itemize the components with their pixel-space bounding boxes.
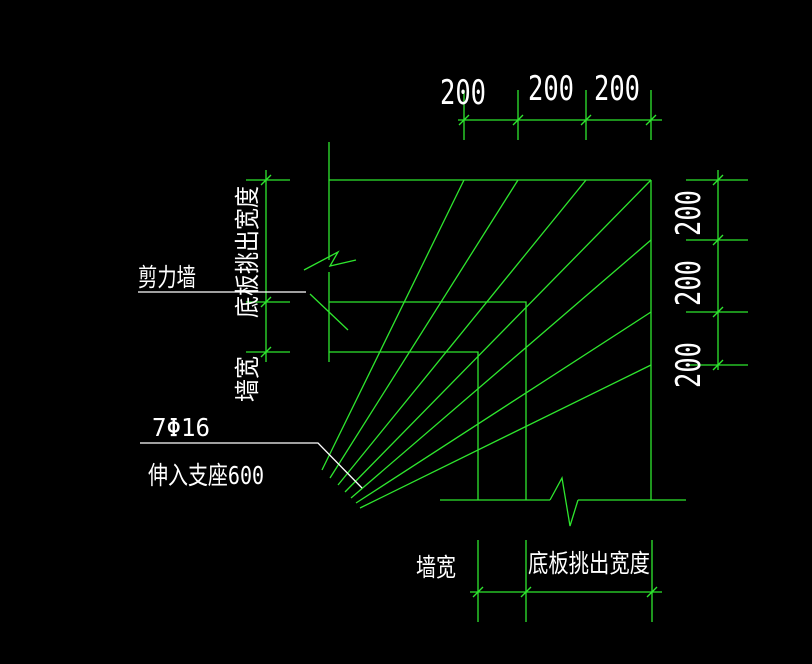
slab-overhang-vertical-label: 底板挑出宽度: [233, 186, 262, 318]
left-dim-tick-1: [260, 174, 272, 186]
leaders: [138, 291, 363, 489]
top-dim-tick-2: [512, 114, 524, 126]
bottom-dim-tick-1: [472, 586, 484, 598]
right-dim-label-1: 200: [669, 190, 709, 236]
diagonal-rebars: [321, 179, 652, 509]
right-dim-tick-1: [712, 174, 724, 186]
shear-wall-label: 剪力墙: [138, 263, 196, 292]
rebar-6: [355, 311, 652, 504]
wall-break-symbol: [303, 250, 357, 271]
rebar-4: [344, 179, 652, 493]
wall-width-bottom-label: 墙宽: [416, 553, 456, 582]
left-dim-tick-3: [260, 346, 272, 358]
right-dim-tick-2: [712, 234, 724, 246]
top-dim-tick-1: [458, 114, 470, 126]
left-dimension: [246, 170, 290, 362]
right-dimension: [686, 170, 748, 371]
rebar-2: [329, 179, 519, 479]
structure-outline: [303, 142, 686, 527]
rebar-anchor-label: 伸入支座600: [148, 461, 264, 490]
slab-overhang-bottom-label: 底板挑出宽度: [528, 549, 650, 578]
labels: 200 200 200 200 200 200 剪力墙 底板挑出宽度 墙宽 7Φ…: [138, 69, 709, 582]
baseline-break-symbol: [549, 476, 579, 527]
bottom-dim-tick-2: [520, 586, 532, 598]
wall-width-vertical-label: 墙宽: [233, 356, 262, 402]
top-dimension: [458, 90, 662, 140]
bottom-dim-tick-3: [646, 586, 658, 598]
top-dim-label-2: 200: [528, 69, 574, 109]
inner-l-outer: [329, 301, 527, 500]
rebar-3: [337, 179, 587, 486]
left-dim-tick-2: [260, 296, 272, 308]
rebar-5: [350, 239, 652, 499]
top-dim-tick-3: [580, 114, 592, 126]
wall-leader-slant: [309, 293, 349, 331]
top-dim-label-1: 200: [440, 73, 486, 113]
rebar-leader: [140, 442, 363, 489]
top-dim-label-3: 200: [594, 69, 640, 109]
right-dim-tick-3: [712, 306, 724, 318]
right-dim-tick-4: [712, 359, 724, 371]
right-dim-label-3: 200: [669, 342, 709, 388]
rebar-7: [359, 364, 652, 509]
right-dim-label-2: 200: [669, 260, 709, 306]
rebar-spec-label: 7Φ16: [152, 413, 210, 442]
top-dim-tick-4: [645, 114, 657, 126]
rebar-1: [321, 179, 465, 471]
bottom-dimension: [470, 540, 662, 622]
